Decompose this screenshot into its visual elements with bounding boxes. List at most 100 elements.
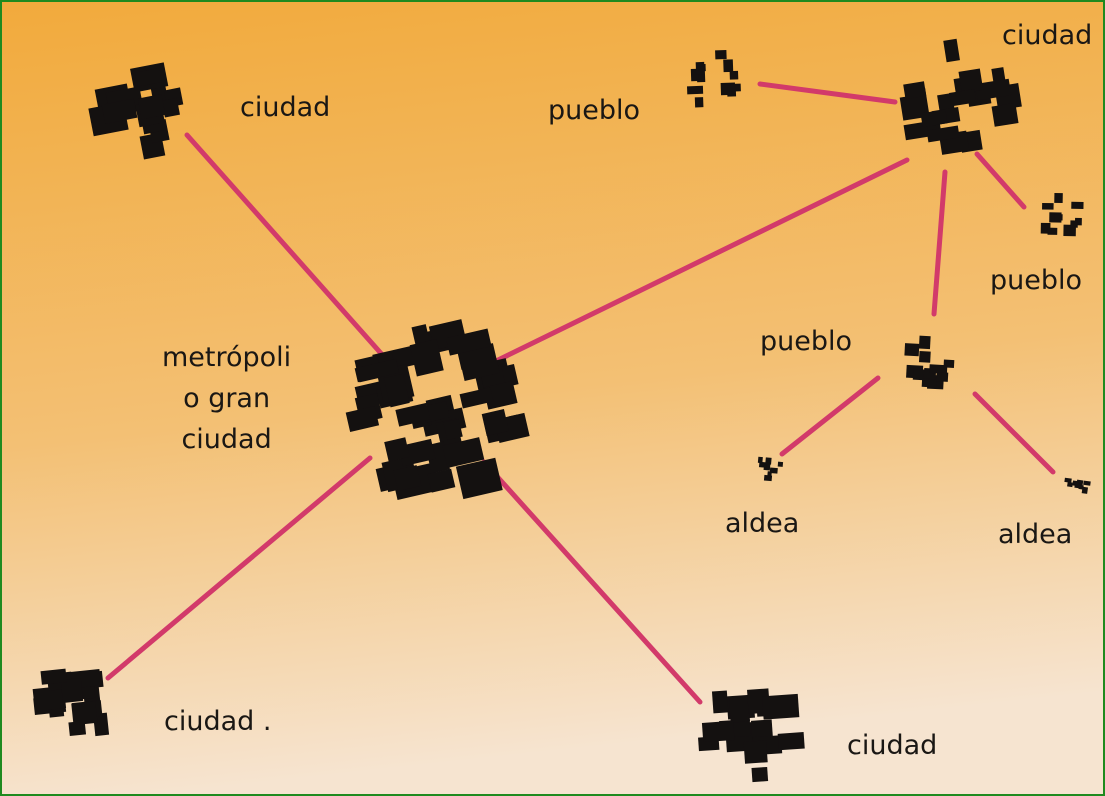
connection-line-metropolis-to-city-bottom-center bbox=[481, 459, 703, 705]
building-block bbox=[1070, 220, 1078, 228]
building-block bbox=[903, 81, 927, 100]
building-block bbox=[457, 343, 500, 382]
building-block bbox=[345, 406, 380, 432]
building-block bbox=[32, 685, 67, 712]
building-block bbox=[354, 358, 400, 383]
city-bottom-center-settlement-icon bbox=[698, 688, 805, 783]
label-village-left: aldea bbox=[725, 508, 800, 539]
building-block bbox=[958, 68, 984, 94]
town-top-settlement-icon bbox=[687, 49, 741, 108]
label-town-right: pueblo bbox=[990, 265, 1083, 296]
building-block bbox=[445, 328, 492, 356]
building-block bbox=[991, 102, 1019, 127]
building-block bbox=[1074, 482, 1080, 489]
building-block bbox=[936, 372, 949, 382]
building-block bbox=[395, 402, 431, 427]
connection-line-city-top-right-to-town-middle bbox=[931, 169, 948, 317]
building-block bbox=[393, 465, 422, 492]
building-block bbox=[442, 437, 485, 468]
building-block bbox=[1054, 192, 1063, 204]
label-metropolis: metrópoli o gran ciudad bbox=[162, 342, 292, 455]
building-block bbox=[711, 690, 729, 714]
building-block bbox=[93, 712, 110, 737]
building-block bbox=[765, 457, 772, 465]
building-block bbox=[455, 457, 503, 500]
building-block bbox=[1047, 227, 1058, 235]
building-block bbox=[443, 418, 463, 441]
building-block bbox=[161, 97, 180, 118]
town-right-settlement-icon bbox=[1040, 192, 1084, 237]
label-village-right: aldea bbox=[998, 519, 1073, 550]
building-block bbox=[899, 94, 926, 121]
building-block bbox=[695, 61, 705, 75]
label-city-bottom-center: ciudad bbox=[847, 730, 938, 761]
building-block bbox=[60, 677, 84, 703]
building-block bbox=[101, 98, 138, 124]
building-block bbox=[1054, 214, 1063, 221]
building-block bbox=[777, 732, 805, 751]
building-block bbox=[701, 720, 735, 743]
building-block bbox=[926, 125, 960, 143]
building-block bbox=[769, 467, 778, 474]
building-block bbox=[384, 437, 410, 462]
building-block bbox=[427, 468, 456, 493]
building-block bbox=[687, 85, 704, 95]
building-block bbox=[40, 668, 67, 685]
building-block bbox=[763, 474, 773, 482]
connection-line-town-middle-to-village-left bbox=[779, 375, 881, 457]
building-block bbox=[777, 461, 784, 467]
building-block bbox=[758, 461, 767, 468]
connection-line-city-top-right-to-town-top bbox=[757, 81, 898, 105]
connection-line-metropolis-to-city-top-right bbox=[491, 157, 910, 365]
label-city-top-left: ciudad bbox=[240, 92, 331, 123]
metropolis-settlement-icon bbox=[345, 319, 530, 500]
city-top-right-settlement-icon bbox=[899, 38, 1022, 155]
label-town-top: pueblo bbox=[548, 95, 641, 126]
settlements bbox=[32, 38, 1091, 783]
connection-line-city-top-right-to-town-right bbox=[974, 151, 1027, 210]
building-block bbox=[918, 335, 931, 350]
city-top-left-settlement-icon bbox=[88, 62, 184, 160]
building-block bbox=[137, 94, 166, 120]
building-block bbox=[904, 343, 920, 357]
building-block bbox=[715, 49, 727, 60]
building-block bbox=[1071, 201, 1084, 209]
connection-line-metropolis-to-city-bottom-left bbox=[105, 455, 373, 681]
building-block bbox=[483, 380, 518, 410]
building-block bbox=[1078, 484, 1084, 490]
building-block bbox=[1064, 477, 1072, 483]
building-block bbox=[757, 456, 763, 464]
building-block bbox=[975, 78, 1012, 101]
village-left-settlement-icon bbox=[757, 456, 784, 482]
building-block bbox=[918, 351, 931, 363]
building-block bbox=[1083, 480, 1091, 486]
town-middle-settlement-icon bbox=[904, 335, 955, 390]
building-block bbox=[71, 701, 98, 726]
building-block bbox=[68, 720, 87, 737]
city-bottom-left-settlement-icon bbox=[32, 668, 110, 737]
building-block bbox=[694, 97, 704, 108]
building-block bbox=[481, 408, 509, 436]
building-block bbox=[920, 109, 948, 128]
label-city-top-right: ciudad bbox=[1002, 20, 1093, 51]
building-block bbox=[383, 373, 410, 408]
building-block bbox=[723, 59, 734, 73]
building-block bbox=[929, 364, 948, 374]
building-block bbox=[398, 438, 436, 467]
village-right-settlement-icon bbox=[1064, 477, 1091, 494]
building-block bbox=[728, 695, 751, 723]
building-block bbox=[1042, 202, 1054, 210]
building-block bbox=[949, 89, 977, 107]
building-block bbox=[730, 83, 741, 92]
building-block bbox=[991, 67, 1006, 84]
label-town-middle: pueblo bbox=[760, 326, 853, 357]
building-block bbox=[409, 339, 444, 377]
building-block bbox=[751, 766, 769, 783]
connection-lines bbox=[105, 81, 1056, 705]
connection-line-town-middle-to-village-right bbox=[972, 391, 1056, 475]
building-block bbox=[459, 387, 494, 409]
label-city-bottom-left: ciudad . bbox=[164, 706, 272, 737]
building-block bbox=[134, 67, 163, 87]
